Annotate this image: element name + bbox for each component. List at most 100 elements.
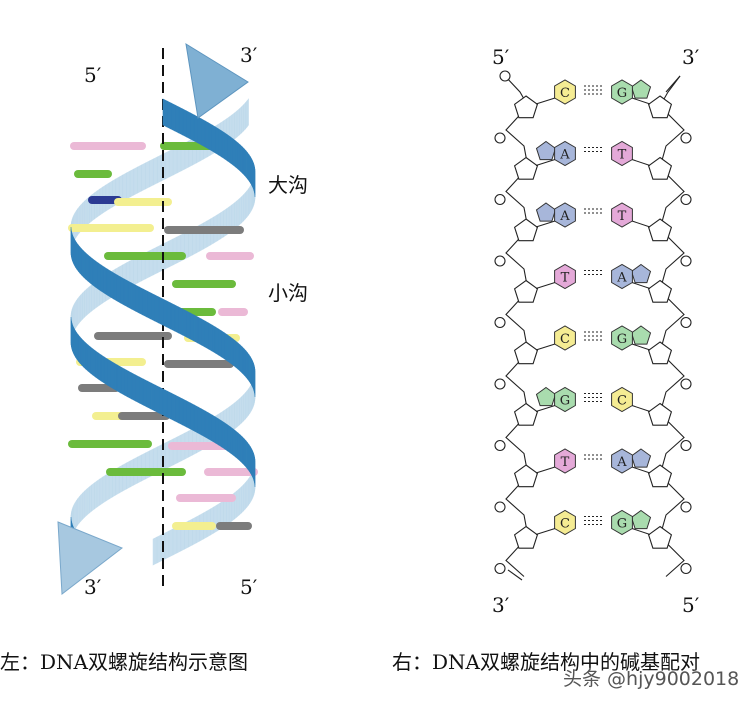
base-letter: A <box>616 455 627 470</box>
sugar-pentagon <box>647 402 673 426</box>
strand-one-segment <box>168 528 174 558</box>
strand-one-segment <box>192 516 197 546</box>
strand-two-segment <box>87 254 91 284</box>
strand-two-segment <box>102 474 107 504</box>
base-hexagon <box>611 79 633 105</box>
strand-two-segment <box>189 312 195 342</box>
strand-one-segment <box>238 196 242 226</box>
strand-one-segment <box>224 132 229 162</box>
strand-two-segment <box>227 334 231 364</box>
strand-two-segment <box>131 282 136 312</box>
strand-one-segment <box>90 346 94 376</box>
watermark: 头条 @hjy9002018 <box>563 668 740 690</box>
strand-two-segment <box>150 292 156 322</box>
strand-one-segment <box>139 376 144 406</box>
strand-two-segment <box>193 314 199 344</box>
helix-front-strand <box>70 98 256 566</box>
pairing-label-bottom-left: 3′ <box>492 593 510 617</box>
strand-two-segment <box>201 318 206 348</box>
strand-one-segment <box>221 420 226 450</box>
strand-two-segment <box>110 270 115 300</box>
strand-one-segment <box>221 130 226 160</box>
strand-two-segment <box>106 268 111 298</box>
strand-two-segment <box>158 296 164 326</box>
strand-one-segment <box>88 284 92 314</box>
strand-two-segment <box>89 256 94 286</box>
base-hexagon <box>611 448 633 474</box>
base-letter: G <box>617 86 627 101</box>
strand-one-segment <box>182 108 187 138</box>
strand-two-segment <box>162 298 168 328</box>
strand-one-segment <box>172 236 178 266</box>
strand-one-segment <box>107 358 111 388</box>
phosphate-circle <box>680 255 692 267</box>
glycosidic-bond <box>535 282 556 289</box>
strand-two-segment <box>88 484 93 514</box>
glycosidic-bond <box>535 343 556 351</box>
phosphate-circle <box>680 501 692 513</box>
strand-one-segment <box>215 126 219 156</box>
strand-two-segment <box>145 160 150 190</box>
strand-two-segment <box>148 158 154 188</box>
strand-one-segment <box>230 426 234 456</box>
sugar-pentagon <box>647 525 673 549</box>
sugar-pentagon <box>513 402 539 426</box>
base-hexagon <box>554 448 576 474</box>
sugar-pentagon <box>513 341 539 365</box>
strand-one-segment <box>193 114 199 144</box>
purine-ring <box>535 202 557 222</box>
major-groove-label: 大沟 <box>268 173 308 197</box>
sugar-pentagon <box>647 279 673 303</box>
strand-two-segment <box>211 324 216 354</box>
strand-one-segment <box>87 344 91 374</box>
strand-two-segment <box>208 322 213 352</box>
base-hexagon <box>554 509 576 536</box>
strand-two-segment <box>218 328 222 358</box>
strand-one-segment <box>208 122 213 152</box>
strand-two-segment <box>138 286 144 316</box>
strand-one-segment <box>211 414 216 444</box>
strand-two-segment <box>83 250 86 280</box>
strand-two-segment <box>95 260 99 290</box>
glycosidic-bond <box>631 528 651 535</box>
base-hexagon <box>611 509 633 536</box>
strand-one-segment <box>239 434 243 464</box>
strand-one-segment <box>178 396 184 426</box>
strand-two-segment <box>236 398 240 428</box>
strand-two-segment <box>237 342 241 372</box>
strand-two-segment <box>156 154 162 184</box>
phosphate-circle <box>680 439 692 452</box>
strand-one-segment <box>201 408 206 438</box>
strand-two-segment <box>178 306 183 336</box>
phosphate-circle <box>680 132 692 144</box>
strand-two-segment <box>126 170 131 200</box>
strand-two-segment <box>241 104 244 134</box>
strand-two-segment <box>120 276 125 306</box>
strand-two-segment <box>94 190 98 220</box>
strand-two-segment <box>231 402 235 432</box>
strand-two-segment <box>113 272 118 302</box>
strand-two-segment <box>86 486 90 516</box>
strand-one-segment <box>135 374 140 404</box>
strand-two-segment <box>92 258 96 288</box>
strand-two-segment <box>94 480 98 510</box>
strand-one-segment <box>158 386 164 416</box>
strand-two-segment <box>141 162 146 192</box>
right-backbone-line <box>659 75 685 577</box>
left-backbone-line <box>504 75 529 577</box>
strand-one-segment <box>197 116 202 146</box>
strand-one-segment <box>241 194 244 224</box>
helix-label-bottom-left: 3′ <box>84 575 102 599</box>
strand-two-segment <box>239 344 243 374</box>
strand-one-segment <box>186 110 191 140</box>
strand-one-segment <box>113 362 118 392</box>
strand-one-segment <box>124 368 129 398</box>
sugar-pentagon <box>513 525 539 549</box>
strand-one-segment <box>197 406 202 436</box>
base-letter: C <box>617 394 627 409</box>
base-hexagon <box>611 140 633 167</box>
strand-two-segment <box>170 302 176 332</box>
purine-ring <box>535 386 557 407</box>
strand-one-segment <box>227 424 231 454</box>
